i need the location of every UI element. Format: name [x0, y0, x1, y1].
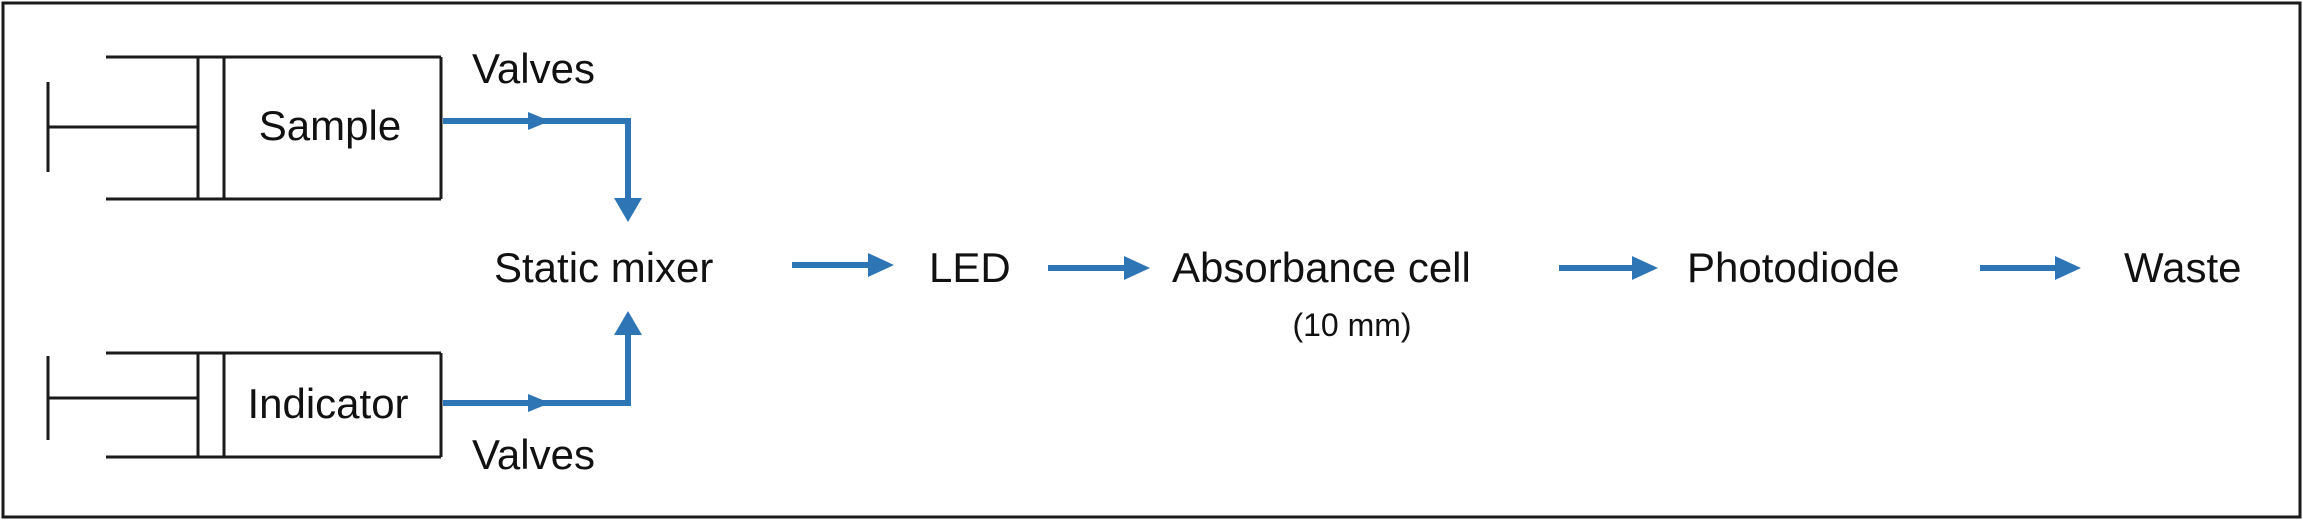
photodiode-label: Photodiode — [1687, 244, 1900, 291]
sample-syringe — [46, 55, 443, 201]
absorbance-cell-note: (10 mm) — [1292, 307, 1411, 343]
mixer-to-led-arrow — [792, 253, 894, 277]
indicator-label: Indicator — [247, 380, 408, 427]
sample-label: Sample — [259, 102, 401, 149]
cell-to-photodiode-arrow — [1559, 256, 1658, 280]
waste-label: Waste — [2124, 244, 2241, 291]
absorbance-cell-label: Absorbance cell — [1172, 244, 1471, 291]
valves-bottom-label: Valves — [472, 431, 595, 478]
photodiode-to-waste-arrow — [1980, 256, 2081, 280]
sample-to-mixer-arrow — [443, 112, 642, 222]
valves-top-label: Valves — [472, 45, 595, 92]
indicator-syringe — [46, 351, 443, 459]
led-to-cell-arrow — [1048, 256, 1150, 280]
led-label: LED — [929, 244, 1011, 291]
indicator-to-mixer-arrow — [443, 311, 642, 412]
static-mixer-label: Static mixer — [494, 244, 713, 291]
